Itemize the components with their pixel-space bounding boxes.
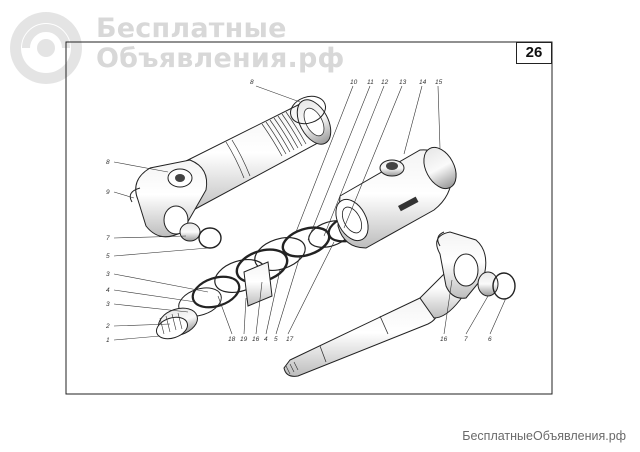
callout-bottom: 6 — [488, 336, 492, 343]
callout-bottom: 18 — [228, 336, 236, 343]
seal-stack — [155, 213, 373, 340]
callout-left: 4 — [106, 287, 110, 294]
watermark-line-1: Бесплатные — [96, 13, 287, 44]
watermark-line-2: Объявления.рф — [96, 43, 345, 74]
callout-left: 7 — [106, 235, 110, 242]
watermark-text: Бесплатные Объявления.рф — [96, 14, 345, 74]
callout-top: 11 — [367, 79, 374, 86]
callout-left: 9 — [106, 189, 110, 196]
callout-labels: 10 11 12 13 14 15 8 8 9 7 5 3 4 3 2 1 18… — [105, 79, 492, 344]
callout-bottom: 17 — [286, 336, 294, 343]
callout-left: 8 — [250, 79, 254, 86]
callout-bottom: 7 — [464, 336, 468, 343]
callout-top: 15 — [435, 79, 443, 86]
callout-bottom: 5 — [274, 336, 278, 343]
callout-left: 5 — [106, 253, 110, 260]
callout-top: 13 — [399, 79, 407, 86]
callout-bottom: 16 — [440, 336, 448, 343]
callout-left: 1 — [106, 337, 110, 344]
callout-bottom: 19 — [240, 336, 248, 343]
guide-sleeve — [335, 146, 457, 249]
watermark-logo — [10, 12, 82, 84]
cylinder-barrel — [129, 95, 332, 249]
callout-top: 10 — [350, 79, 358, 86]
page-number-box: 26 — [516, 42, 552, 64]
leader-lines — [113, 85, 507, 341]
callout-top: 12 — [381, 79, 389, 86]
callout-left: 3 — [106, 301, 110, 308]
footer-site-brand: БесплатныеОбъявления.рф — [462, 429, 626, 443]
callout-bottom: 4 — [264, 336, 268, 343]
callout-left: 2 — [105, 323, 110, 330]
callout-left: 8 — [106, 159, 110, 166]
callout-bottom: 16 — [252, 336, 260, 343]
piston-rod — [283, 231, 516, 377]
drawing-frame — [65, 41, 553, 395]
callout-left: 3 — [106, 271, 110, 278]
callout-top: 14 — [419, 79, 427, 86]
